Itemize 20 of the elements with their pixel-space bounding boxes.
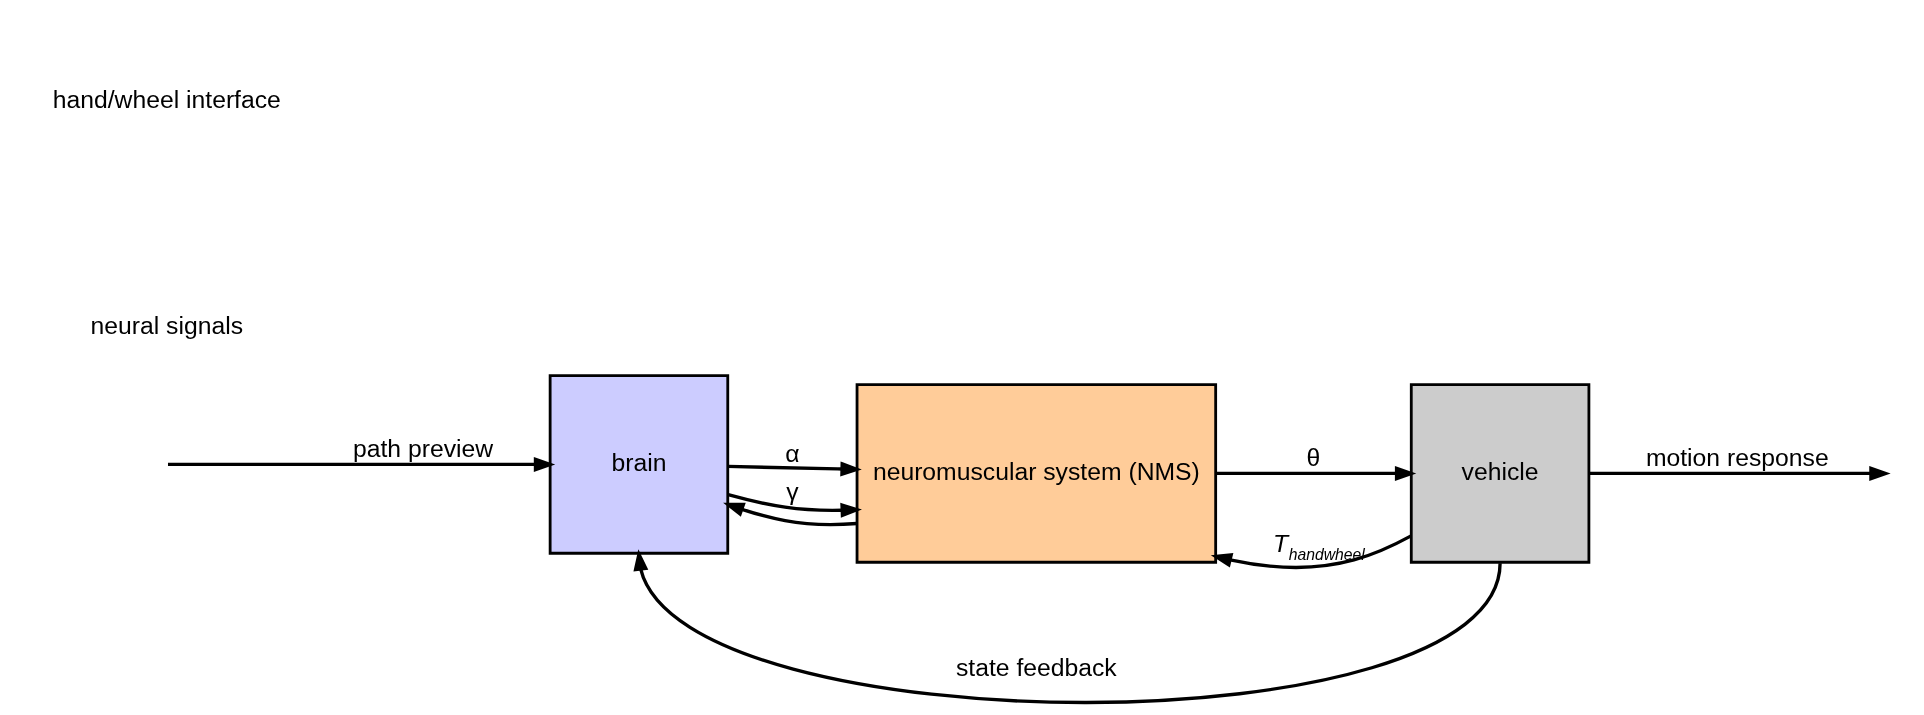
label: hand/wheel interface xyxy=(52,85,281,113)
label: neural signals xyxy=(90,311,244,339)
arrow xyxy=(723,502,858,527)
edge-label: state feedback xyxy=(955,654,1117,682)
edge-label: motion response xyxy=(1645,444,1829,472)
node-box: brain xyxy=(548,374,730,555)
edge-label: T$_{handwheel}$ xyxy=(1273,529,1365,564)
edge-label: α xyxy=(785,439,800,467)
arrow xyxy=(727,461,862,477)
edge-label: γ xyxy=(786,477,799,505)
node-box: vehicle xyxy=(1409,383,1591,564)
arrow xyxy=(1210,534,1412,570)
edge-label: path preview xyxy=(353,435,494,463)
node-box: neuromuscular system (NMS) xyxy=(855,383,1218,564)
arrow xyxy=(168,456,556,472)
arrow xyxy=(727,493,862,518)
arrow xyxy=(633,549,1502,704)
edge-label: θ xyxy=(1306,444,1321,472)
arrow xyxy=(1215,465,1417,481)
arrow xyxy=(1588,465,1891,481)
